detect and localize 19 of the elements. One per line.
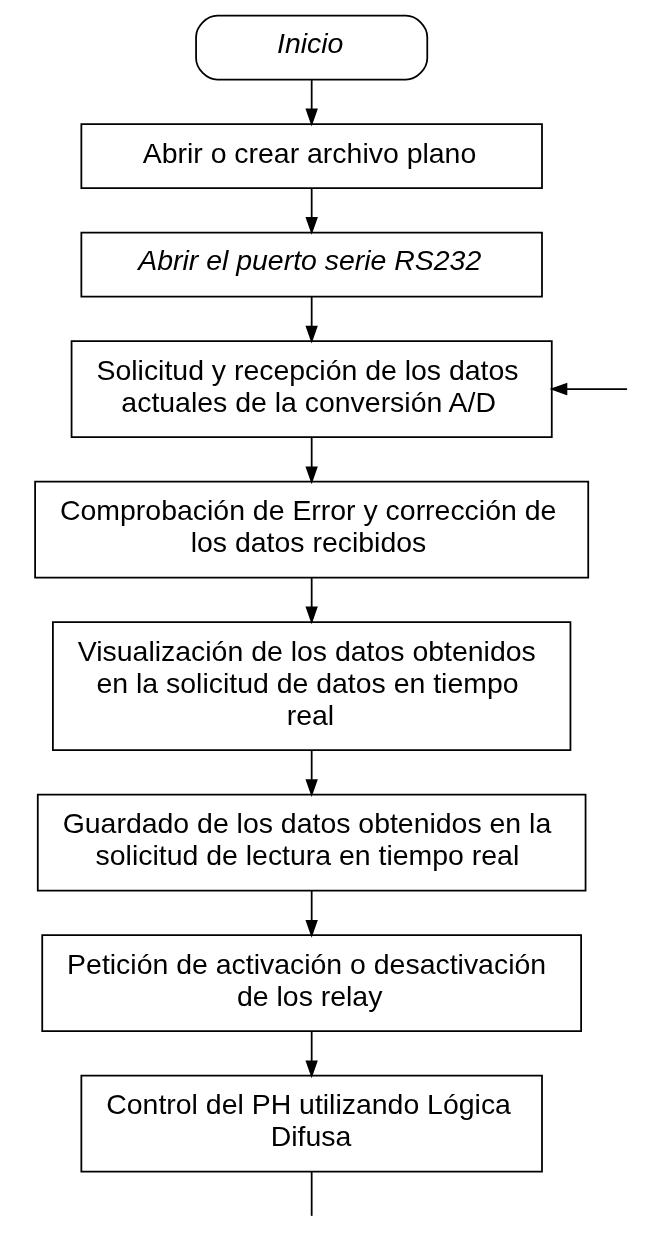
arrow bbox=[305, 296, 318, 344]
node-box: Abrir o crear archivo plano bbox=[80, 123, 543, 189]
node-box: Visualización de los datos obtenidos en la solicitud de datos en tiempo real bbox=[52, 621, 572, 752]
arrow bbox=[305, 1030, 318, 1079]
arrow bbox=[305, 78, 318, 127]
arrow bbox=[305, 436, 318, 485]
connector bbox=[310, 1170, 313, 1217]
node-box: Control del PH utilizando Lógica Difusa bbox=[80, 1074, 543, 1173]
node-box: Guardado de los datos obtenidos en la solicitud de lectura en tiempo real bbox=[36, 793, 587, 892]
arrow bbox=[305, 750, 318, 797]
arrow bbox=[305, 187, 318, 235]
arrow bbox=[549, 382, 628, 396]
node-box: Inicio bbox=[195, 14, 429, 81]
node-box: Abrir el puerto serie RS232 bbox=[80, 231, 543, 298]
arrow bbox=[305, 577, 318, 625]
node-box: Comprobación de Error y corrección de los datos recibidos bbox=[34, 480, 590, 579]
node-box: Petición de activación o desactivación de los relay bbox=[41, 934, 582, 1033]
arrow bbox=[305, 889, 318, 938]
node-box: Solicitud y recepción de los datos actuales de la conversión A/D bbox=[70, 340, 553, 438]
